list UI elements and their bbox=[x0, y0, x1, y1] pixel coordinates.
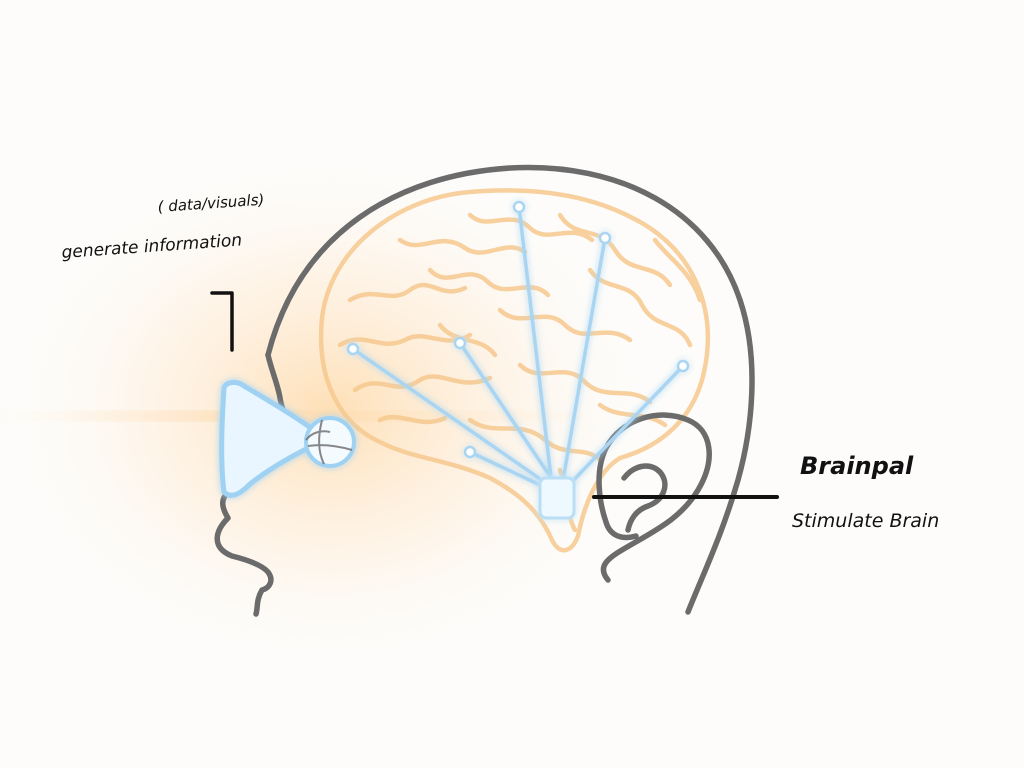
light-flare bbox=[0, 411, 620, 421]
label-stimulate-brain: Stimulate Brain bbox=[792, 510, 939, 532]
stimulation-lines bbox=[346, 200, 690, 494]
background-glow bbox=[0, 150, 660, 670]
ear bbox=[596, 412, 712, 583]
stim-node bbox=[598, 231, 612, 245]
stim-line bbox=[351, 347, 558, 492]
stim-node bbox=[453, 336, 467, 350]
stim-line bbox=[458, 341, 560, 490]
stim-node bbox=[676, 359, 690, 373]
stim-node bbox=[346, 342, 360, 356]
stim-line bbox=[517, 205, 554, 488]
information-pointer bbox=[210, 291, 234, 352]
eye bbox=[305, 419, 353, 465]
stim-node bbox=[463, 445, 477, 459]
brainpal-device bbox=[538, 476, 576, 520]
smart-glasses bbox=[219, 379, 356, 498]
stim-line bbox=[560, 236, 607, 488]
stim-line bbox=[564, 364, 685, 490]
stim-node bbox=[512, 200, 526, 214]
label-brainpal: Brainpal bbox=[800, 452, 914, 480]
